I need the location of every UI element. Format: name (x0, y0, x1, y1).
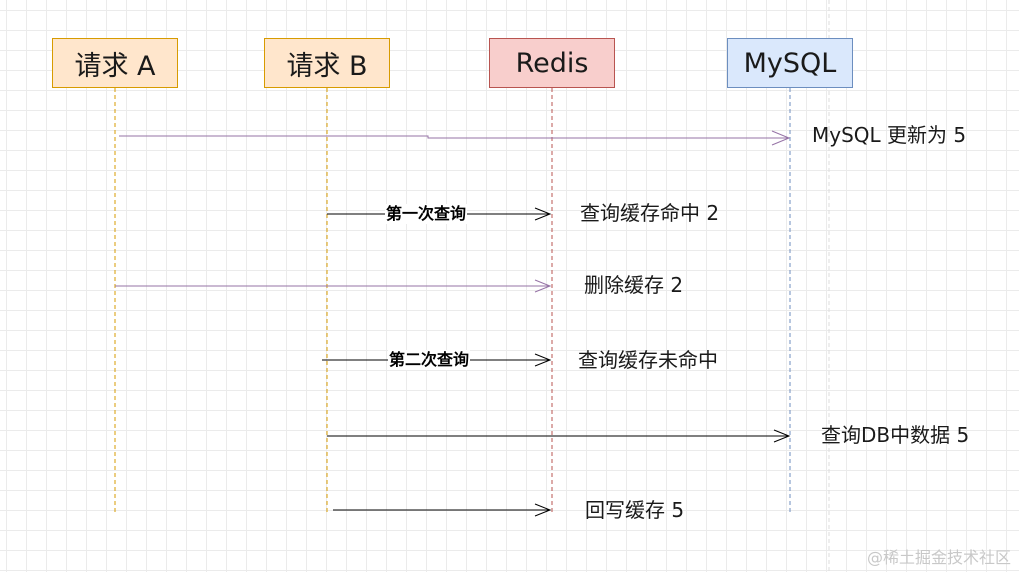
actor-mysql[interactable]: MySQL (727, 38, 853, 88)
actor-mysql-label: MySQL (743, 47, 837, 79)
actor-request-a-label: 请求 A (74, 50, 156, 82)
note-mysql-update: MySQL 更新为 5 (812, 123, 967, 147)
note-delete-cache: 删除缓存 2 (584, 273, 684, 297)
note-cache-miss: 查询缓存未命中 (578, 348, 718, 372)
actor-request-b[interactable]: 请求 B (264, 38, 390, 88)
arrow-a-to-mysql (119, 135, 788, 139)
note-query-db: 查询DB中数据 5 (821, 423, 970, 447)
arrowhead-a-to-mysql (771, 130, 791, 146)
actor-request-a[interactable]: 请求 A (52, 38, 178, 88)
arrowhead-b-to-mysql (773, 429, 791, 443)
actor-redis[interactable]: Redis (489, 38, 615, 88)
note-cache-hit: 查询缓存命中 2 (580, 201, 720, 225)
arrowhead-b-to-redis-first (534, 207, 552, 221)
watermark: @稀土掘金技术社区 (866, 548, 1011, 567)
arrowhead-b-to-redis-writeback (534, 503, 552, 517)
note-write-back: 回写缓存 5 (585, 498, 685, 522)
message-label-second-query: 第二次查询 (388, 350, 471, 370)
arrowhead-b-to-redis-second (534, 353, 552, 367)
arrowhead-a-to-redis-delete (534, 279, 552, 293)
actor-request-b-label: 请求 B (286, 50, 368, 82)
message-label-first-query: 第一次查询 (385, 204, 468, 224)
actor-redis-label: Redis (515, 47, 589, 79)
